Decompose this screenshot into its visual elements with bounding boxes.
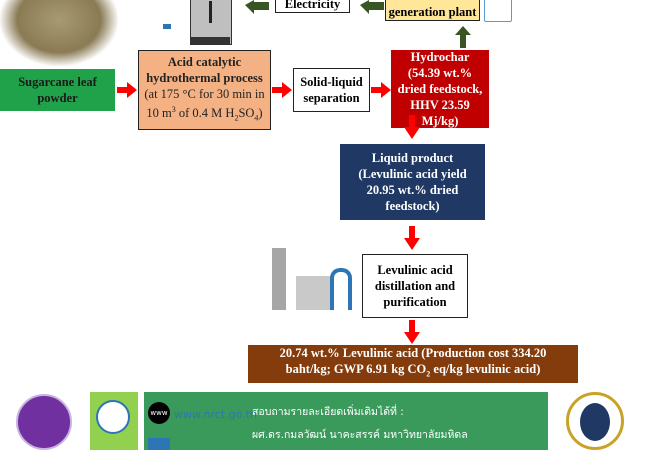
- hydrochar-label: Hydrochar (54.39 wt.% dried feedstock, H…: [397, 50, 483, 128]
- arrow-left-icon: [360, 0, 384, 14]
- process-conditions: (at 175 °C for 30 min in 10 m3 of 0.4 M …: [144, 86, 265, 123]
- reactor-icon: [190, 0, 232, 45]
- plant-label: generation plant: [388, 4, 477, 19]
- www-icon: www: [148, 402, 170, 424]
- distillation-box: Levulinic acid distillation and purifica…: [362, 254, 468, 318]
- arrow-up-icon: [455, 26, 471, 48]
- website-link[interactable]: www.nrct.go.th: [174, 408, 257, 421]
- electricity-box: Electricity: [275, 0, 350, 13]
- result-label: 20.74 wt.% Levulinic acid (Production co…: [279, 346, 547, 379]
- hydrothermal-process-box: Acid catalytic hydrothermal process (at …: [138, 50, 271, 130]
- arrow-down-icon: [404, 115, 420, 139]
- separation-label: Solid-liquid separation: [300, 75, 363, 105]
- university-logo: [90, 392, 138, 450]
- liquid-label: Liquid product (Levulinic acid yield 20.…: [358, 151, 467, 213]
- electricity-label: Electricity: [284, 0, 341, 11]
- contact-person: ผศ.ดร.กมลวัฒน์ นาคะสรรค์ มหาวิทยาลัยมหิด…: [252, 429, 468, 441]
- liquid-product-box: Liquid product (Levulinic acid yield 20.…: [340, 144, 485, 220]
- nrct-logo: [16, 394, 72, 450]
- arrow-left-icon: [245, 0, 269, 14]
- contact-heading: สอบถามรายละเอียดเพิ่มเติมได้ที่ :: [252, 406, 404, 418]
- arrow-down-icon: [404, 226, 420, 250]
- mahidol-seal: [566, 392, 624, 450]
- plug-icon: [163, 24, 171, 29]
- distillation-plant-icon: [268, 248, 356, 314]
- sugarcane-powder-image: [0, 0, 118, 66]
- power-plant-box: generation plant: [385, 0, 480, 21]
- distillation-label: Levulinic acid distillation and purifica…: [374, 263, 456, 309]
- arrow-right-icon: [371, 82, 391, 98]
- arrow-right-icon: [117, 82, 137, 98]
- facebook-icon: [148, 438, 170, 450]
- separation-box: Solid-liquid separation: [293, 68, 370, 112]
- feedstock-label: Sugarcane leaf powder: [18, 75, 97, 105]
- hydrochar-box: Hydrochar (54.39 wt.% dried feedstock, H…: [391, 50, 489, 128]
- result-box: 20.74 wt.% Levulinic acid (Production co…: [248, 345, 578, 383]
- process-title: Acid catalytic hydrothermal process: [146, 54, 263, 85]
- feedstock-box: Sugarcane leaf powder: [0, 69, 115, 111]
- contact-banner: www www.nrct.go.th สอบถามรายละเอียดเพิ่ม…: [144, 392, 548, 450]
- arrow-down-icon: [404, 320, 420, 344]
- building-icon: [484, 0, 512, 22]
- arrow-right-icon: [272, 82, 292, 98]
